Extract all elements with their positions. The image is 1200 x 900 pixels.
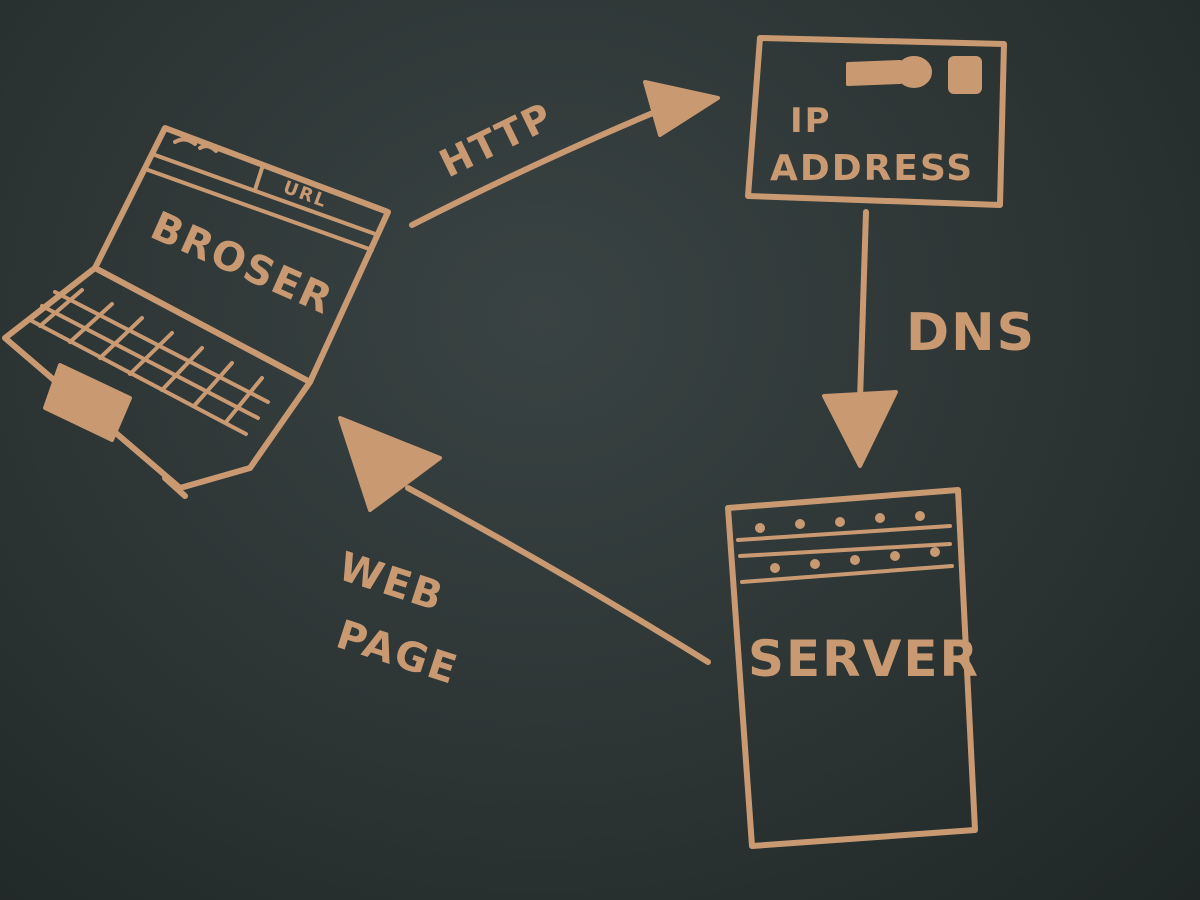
- http-label: HTTP: [433, 94, 560, 186]
- browser-laptop: URL BROSER: [2, 125, 391, 499]
- http-arrow-shaft: [409, 107, 663, 228]
- address-bar-divider: [253, 166, 264, 192]
- server-divider-1: [736, 524, 952, 542]
- tab-scribble-icon: [173, 137, 218, 153]
- http-arrow: HTTP: [409, 80, 720, 228]
- dns-arrow-shaft: [857, 209, 869, 403]
- ip-label-line1: IP: [790, 101, 832, 141]
- server-led-dots: [755, 511, 940, 573]
- http-arrow-head: [643, 80, 720, 137]
- ip-card-frame: [745, 35, 1007, 208]
- dns-label: DNS: [906, 303, 1036, 363]
- laptop-foot: [162, 475, 188, 499]
- dns-arrow-head: [822, 390, 898, 468]
- server-frame: [725, 487, 978, 849]
- server-tower: SERVER: [725, 487, 980, 849]
- browser-toolbar-line-2: [146, 168, 374, 252]
- server-divider-2: [738, 542, 952, 558]
- chip-icon: [948, 56, 982, 94]
- web-page-arrow-shaft: [405, 485, 711, 665]
- web-page-arrow-head: [338, 416, 442, 512]
- web-page-arrow: WEB PAGE: [331, 416, 711, 694]
- ip-address-card: IP ADDRESS: [745, 35, 1007, 208]
- browser-label: BROSER: [144, 203, 340, 324]
- key-icon: [846, 56, 932, 88]
- server-label: SERVER: [748, 630, 980, 688]
- keyboard-grid: [28, 288, 270, 436]
- ip-label-line2: ADDRESS: [770, 148, 974, 189]
- browser-toolbar-line: [153, 153, 380, 237]
- trackpad: [43, 363, 132, 442]
- server-divider-3: [740, 564, 954, 584]
- dns-arrow: DNS: [822, 209, 1036, 468]
- laptop-base: [2, 265, 313, 491]
- web-page-label-line2: PAGE: [331, 612, 464, 694]
- web-page-label-line1: WEB: [333, 544, 450, 621]
